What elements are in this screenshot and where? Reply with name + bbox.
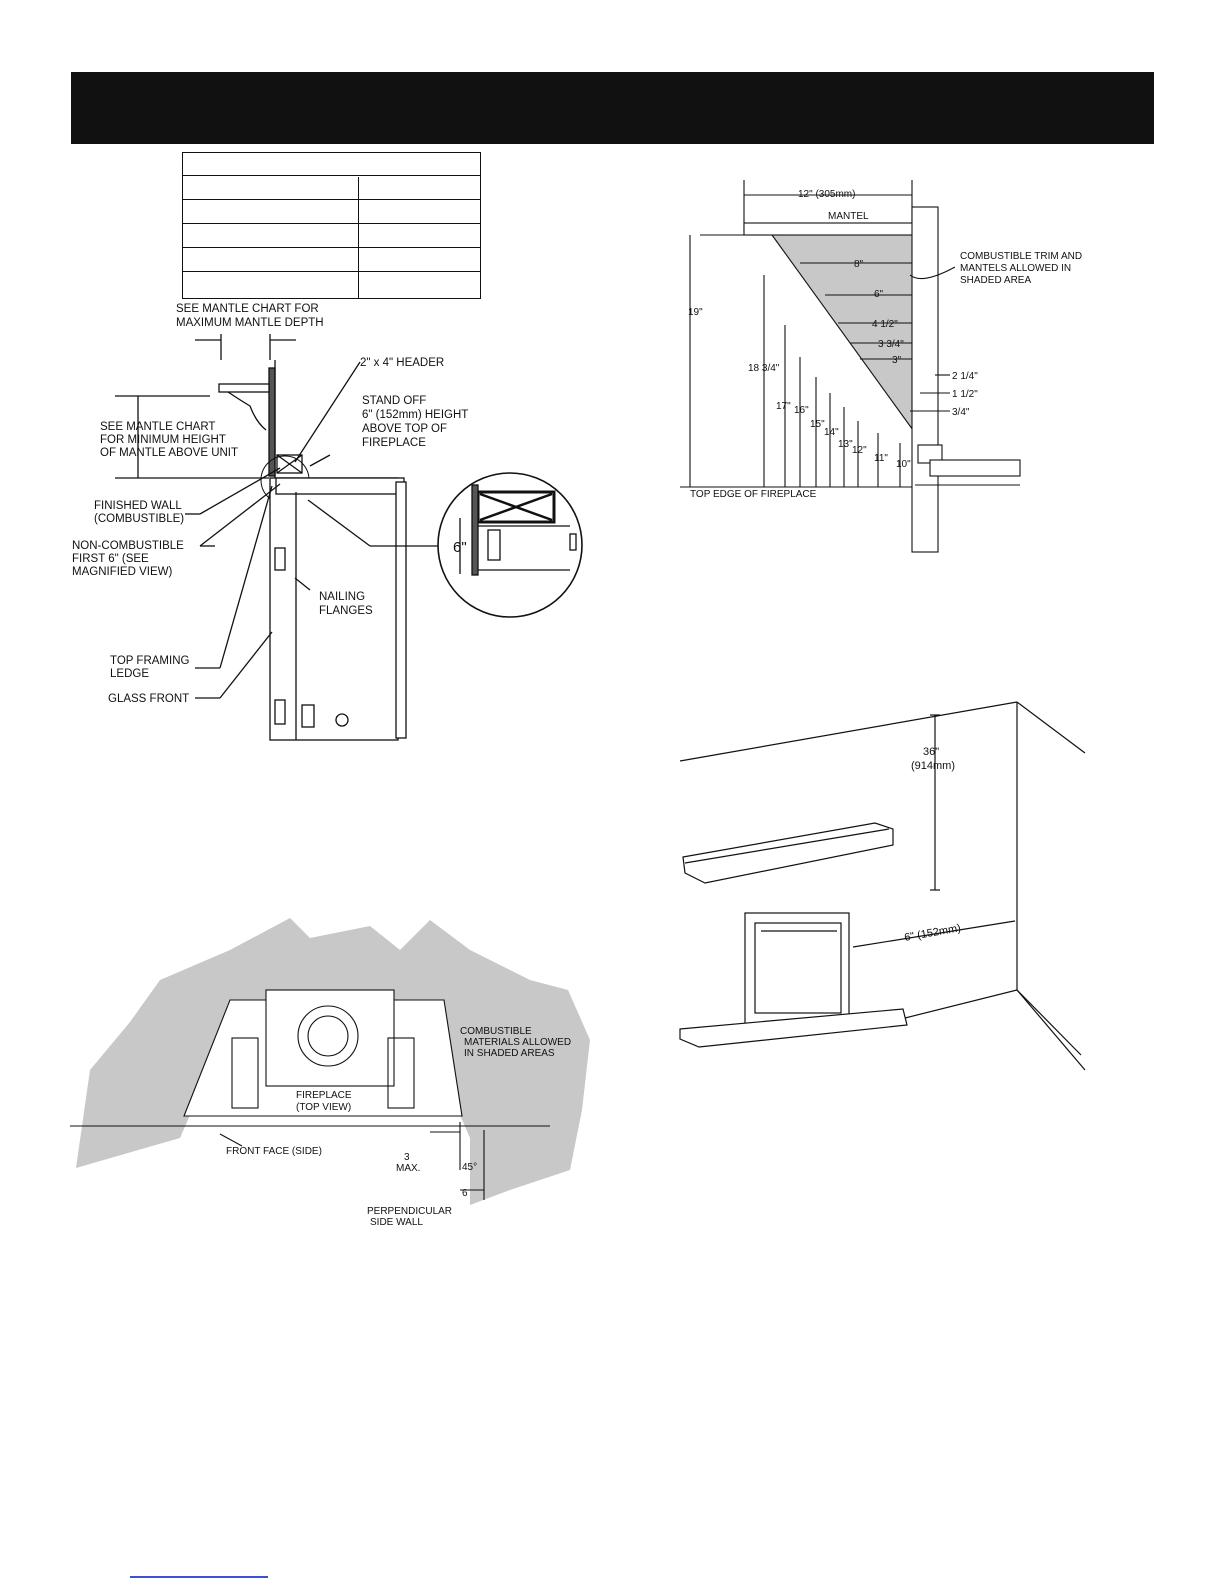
svg-text:36"(914mm): 36" (914mm) <box>911 746 955 772</box>
depth-label: 8" <box>854 259 864 270</box>
fireplace-label: (TOP VIEW) <box>296 1102 351 1113</box>
top-edge-label: TOP EDGE OF FIREPLACE <box>690 489 817 500</box>
height-label: 13" <box>838 439 853 450</box>
mantle-depth-label: MAXIMUM MANTLE DEPTH <box>176 317 324 329</box>
finished-wall-label: (COMBUSTIBLE) <box>94 513 184 525</box>
mantle-depth-label: SEE MANTLE CHART FOR <box>176 303 319 315</box>
non-combustible-label: FIRST 6" (SEE <box>72 553 149 565</box>
height-label: 10" <box>896 459 911 470</box>
stand-off-label: FIREPLACE <box>362 437 426 449</box>
nailing-flanges-label: FLANGES <box>319 605 373 617</box>
footer-link-underline[interactable] <box>130 1576 268 1578</box>
combustible-note: COMBUSTIBLE <box>460 1026 532 1037</box>
height-label: 12" <box>852 445 867 456</box>
shaded-note: COMBUSTIBLE TRIM AND <box>960 251 1082 262</box>
height-label: 11" <box>874 453 888 464</box>
magnified-dimension: 6" <box>453 539 467 556</box>
height-label: 14" <box>824 427 839 438</box>
mantle-height-label: FOR MINIMUM HEIGHT <box>100 434 226 446</box>
stand-off-label: STAND OFF <box>362 395 426 407</box>
mantel-label: MANTEL <box>828 211 869 222</box>
combustible-note: MATERIALS ALLOWED <box>464 1037 571 1048</box>
svg-text:FINISHED WALL(COMBUSTIBLE): FINISHED WALL(COMBUSTIBLE) <box>94 500 184 525</box>
depth-label: 6" <box>874 289 884 300</box>
glass-front-label: GLASS FRONT <box>108 693 189 705</box>
right-depth-label: 3/4" <box>952 407 970 418</box>
nailing-flanges-label: NAILING <box>319 591 365 603</box>
right-depth-label: 2 1/4" <box>952 371 978 382</box>
six-label: 6 <box>462 1188 468 1199</box>
table-column-divider <box>358 177 359 298</box>
stand-off-label: ABOVE TOP OF <box>362 423 447 435</box>
header-label: 2" x 4" HEADER <box>360 357 444 369</box>
height-label: 16" <box>794 405 809 416</box>
side-section-diagram: SEE MANTLE CHART FOR MAXIMUM MANTLE DEPTH… <box>72 303 583 741</box>
depth-label: 3 3/4" <box>878 339 904 350</box>
angle-label: 45° <box>462 1162 477 1173</box>
depth-label: 3" <box>892 355 902 366</box>
table-row <box>183 223 480 224</box>
height-label: 17" <box>776 401 791 412</box>
room-clearance-diagram: 36" (914mm) 6" (152mm) <box>679 701 1086 1071</box>
stand-off-label: 6" (152mm) HEIGHT <box>362 409 468 421</box>
fireplace-label: FIREPLACE <box>296 1090 352 1101</box>
side-wall-label: PERPENDICULAR <box>367 1206 452 1217</box>
mantle-height-label: OF MANTLE ABOVE UNIT <box>100 447 238 459</box>
max-label: 3 <box>404 1152 410 1163</box>
height-label: 18 3/4" <box>748 363 780 374</box>
ceiling-dimension: 36" <box>923 746 939 758</box>
top-framing-label: LEDGE <box>110 668 149 680</box>
mantle-height-label: SEE MANTLE CHART <box>100 421 215 433</box>
mantel-depth-dimension: 12" (305mm) <box>798 189 855 200</box>
finished-wall-label: FINISHED WALL <box>94 500 182 512</box>
height-label: 15" <box>810 419 825 430</box>
depth-label: 4 1/2" <box>872 319 898 330</box>
table-row <box>183 271 480 272</box>
non-combustible-label: NON-COMBUSTIBLE <box>72 540 184 552</box>
ceiling-dimension: (914mm) <box>911 760 955 772</box>
side-wall-label: SIDE WALL <box>370 1217 423 1228</box>
mantel-clearance-diagram: 12" (305mm) MANTEL 19" TOP EDGE OF FIREP… <box>680 180 1082 553</box>
combustible-note: IN SHADED AREAS <box>464 1048 555 1059</box>
top-framing-label: TOP FRAMING <box>110 655 189 667</box>
table-row <box>183 247 480 248</box>
table-row <box>183 199 480 200</box>
shaded-note: SHADED AREA <box>960 275 1031 286</box>
right-depth-label: 1 1/2" <box>952 389 978 400</box>
non-combustible-label: MAGNIFIED VIEW) <box>72 566 172 578</box>
height-19-label: 19" <box>688 307 703 318</box>
side-dimension: 6" (152mm) <box>903 922 961 944</box>
shaded-note: MANTELS ALLOWED IN <box>960 263 1071 274</box>
mantle-chart-table <box>182 152 481 299</box>
front-face-label: FRONT FACE (SIDE) <box>226 1146 322 1157</box>
svg-text:FIREPLACE(TOP VIEW): FIREPLACE(TOP VIEW) <box>296 1090 352 1113</box>
table-row <box>183 175 480 176</box>
section-header-bar <box>71 72 1154 144</box>
max-label: MAX. <box>396 1163 420 1174</box>
